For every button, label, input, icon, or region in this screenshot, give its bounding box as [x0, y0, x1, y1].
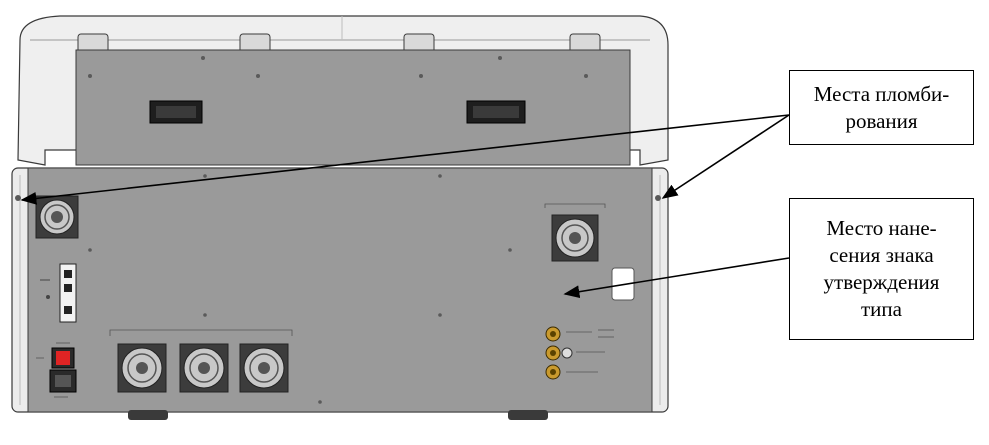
device-body: [11, 167, 669, 413]
arrow-icon: [563, 257, 790, 299]
fan-icon: [179, 343, 229, 393]
interface-port-strip: [40, 263, 77, 323]
gas-connector-icon: [545, 326, 561, 342]
power-inlet-icon: [49, 369, 77, 393]
callout-line: сения знака: [829, 243, 934, 267]
arrow-icon: [20, 114, 790, 205]
callout-line: рования: [845, 108, 918, 133]
fan-icon: [544, 203, 606, 262]
callout-line: Места пломби-: [813, 81, 950, 106]
callout-line: утверждения: [823, 270, 940, 294]
callout-line: типа: [861, 297, 902, 321]
fan-icon: [35, 195, 79, 239]
callout-approval-mark-place: Место нане- сения знака утверждения типа: [789, 198, 974, 340]
power-inlet-labels: [36, 342, 70, 398]
upper-panel: [75, 49, 631, 166]
device-feet: [128, 410, 548, 420]
power-switch-icon: [51, 347, 75, 369]
callout-sealing-places: Места пломби- рования: [789, 70, 974, 145]
callout-line: Место нане-: [826, 216, 937, 240]
gas-connector-labels: [566, 329, 614, 373]
gas-connector-icon: [545, 345, 573, 361]
gas-connector-icon: [545, 364, 561, 380]
fan-icon: [239, 343, 289, 393]
fan-icon: [117, 343, 167, 393]
fan-group-bracket: [109, 329, 293, 336]
arrow-icon: [661, 114, 790, 199]
